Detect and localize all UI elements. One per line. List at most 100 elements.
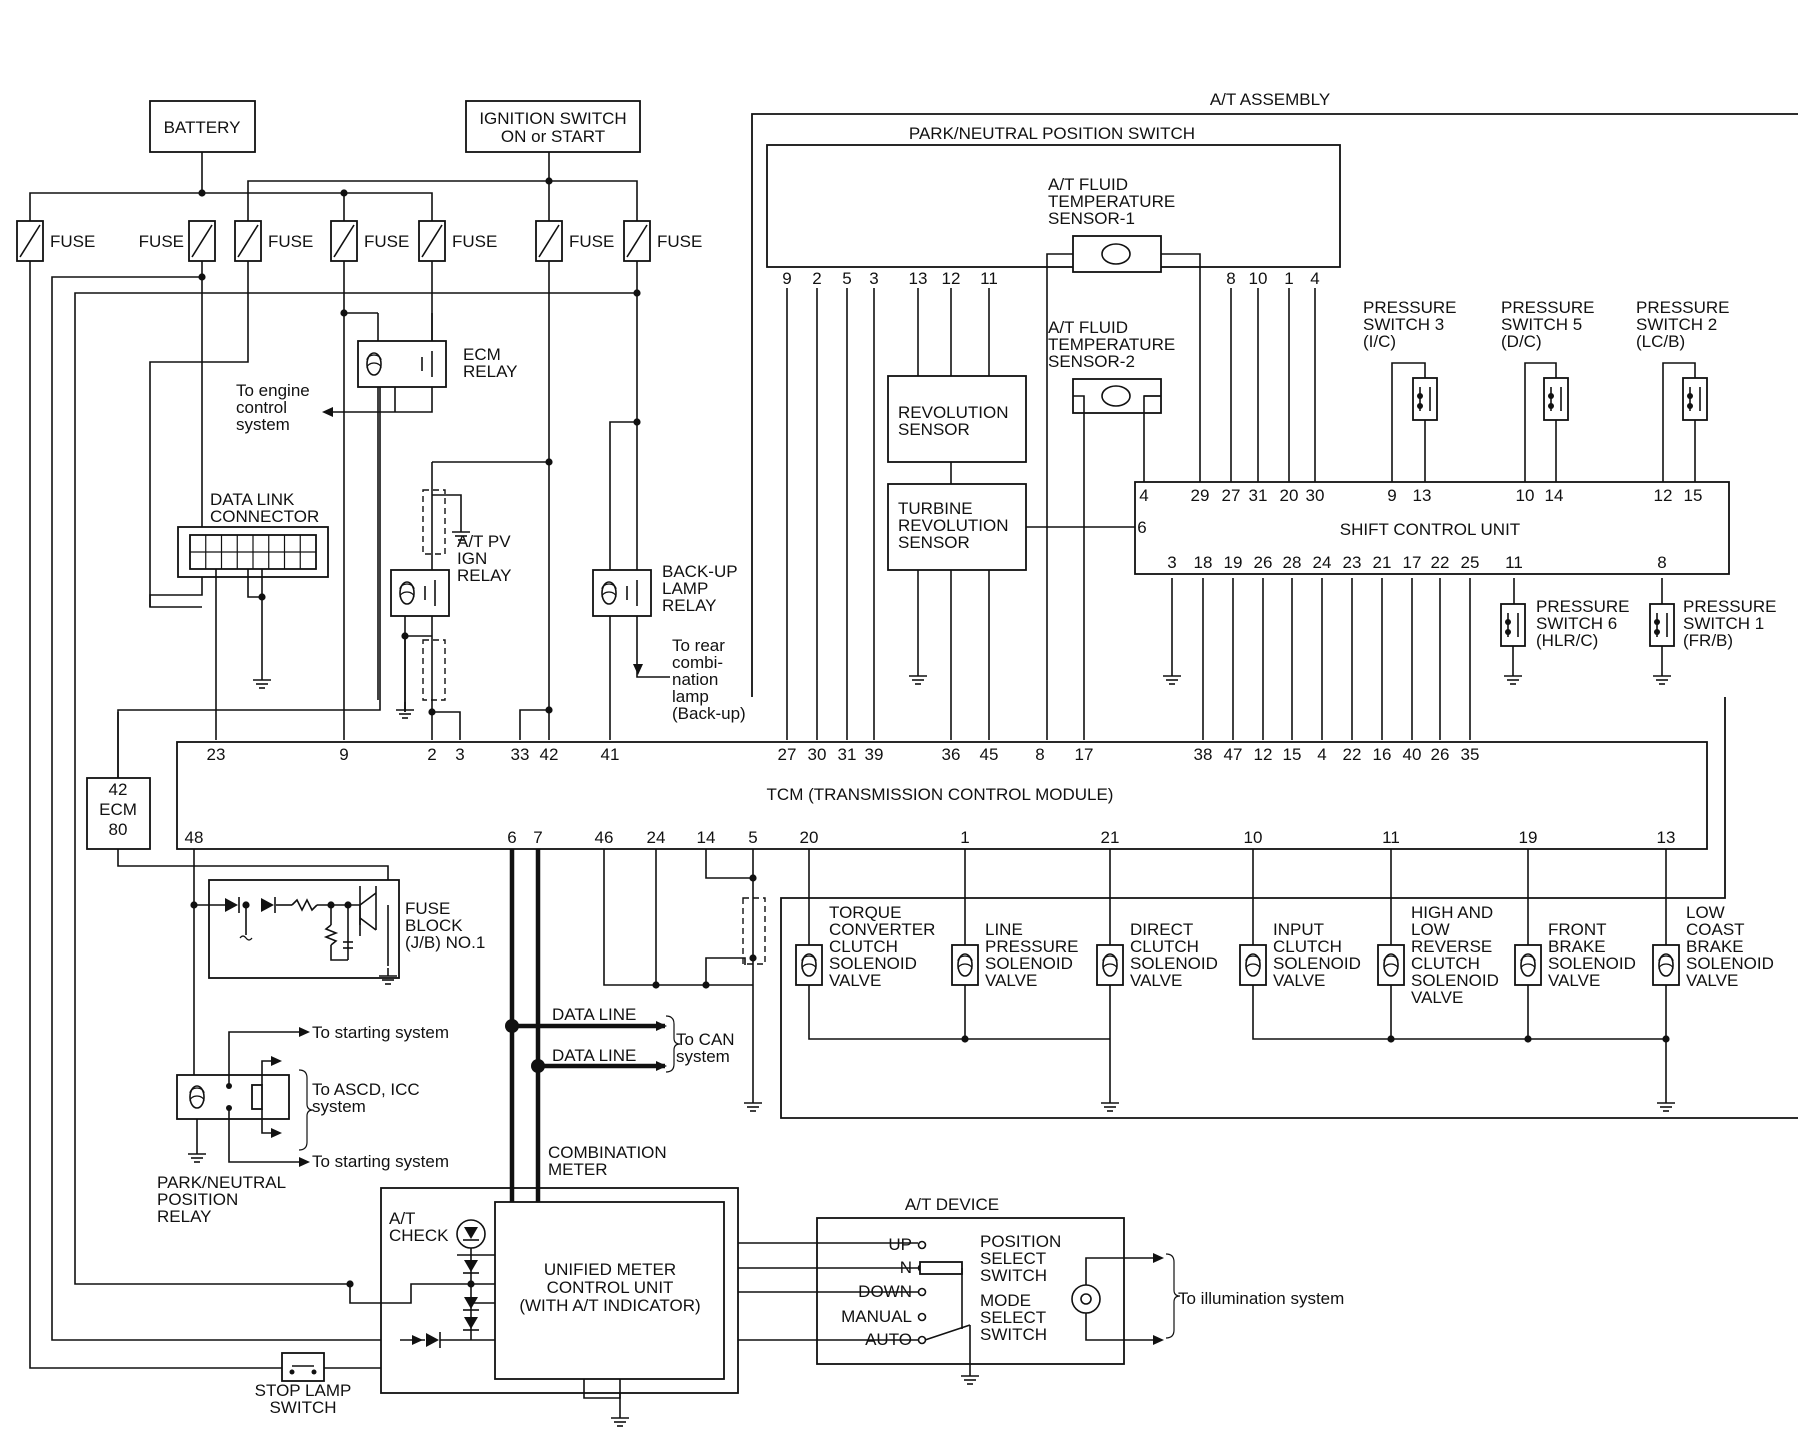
pressure-switch-1-label: (FR/B) <box>1683 631 1733 650</box>
wire <box>343 261 378 314</box>
revolution-sensor-label: REVOLUTION <box>898 403 1009 422</box>
tcm-pin: 17 <box>1075 745 1094 764</box>
pnp-pin: 9 <box>782 269 791 288</box>
battery-label: BATTERY <box>164 118 241 137</box>
combination-meter-label: METER <box>548 1160 608 1179</box>
pressure-switch-5-label: (D/C) <box>1501 332 1542 351</box>
wire <box>1073 395 1085 740</box>
arrow-icon <box>271 1128 282 1138</box>
position-select-label: SELECT <box>980 1249 1046 1268</box>
wire <box>1085 1257 1160 1285</box>
scu-pin: 27 <box>1222 486 1241 505</box>
shield-icon <box>742 897 766 965</box>
data-line-label: DATA LINE <box>552 1005 636 1024</box>
fuse-label: FUSE <box>452 232 497 251</box>
tcm-pin: 46 <box>595 828 614 847</box>
to-illumination-label: To illumination system <box>1178 1289 1344 1308</box>
solenoid-icon <box>1652 944 1680 986</box>
unified-meter-box <box>494 1201 725 1380</box>
pnp-relay-label: POSITION <box>157 1190 238 1209</box>
revolution-sensor-box <box>887 375 1027 463</box>
scu-pin: 10 <box>1516 486 1535 505</box>
fuse-symbol <box>191 224 213 258</box>
wire <box>1662 362 1696 482</box>
to-rear-label: combi- <box>672 653 723 672</box>
solenoid-label: CLUTCH <box>829 937 898 956</box>
wire <box>29 261 282 1369</box>
to-engine-label: system <box>236 415 290 434</box>
tcm-pin: 4 <box>1317 745 1326 764</box>
fuse-block-box <box>208 879 400 979</box>
contact-point <box>917 1312 927 1322</box>
unified-meter-label: UNIFIED METER <box>544 1260 676 1279</box>
solenoid-label: VALVE <box>1273 971 1325 990</box>
fluid-temp-sensor-2-label: SENSOR-2 <box>1048 352 1135 371</box>
scu-pin: 31 <box>1249 486 1268 505</box>
pressure-switch-2-label: PRESSURE <box>1636 298 1730 317</box>
tcm-pin: 38 <box>1194 745 1213 764</box>
tcm-pin: 42 <box>540 745 559 764</box>
fuse-symbol <box>538 224 560 258</box>
pressure-switch-icon <box>1500 603 1526 647</box>
scu-pin: 9 <box>1387 486 1396 505</box>
solenoid-label: VALVE <box>1130 971 1182 990</box>
scu-pin: 25 <box>1461 553 1480 572</box>
wire <box>1524 362 1557 482</box>
wire <box>359 917 377 931</box>
diode-icon <box>225 898 238 912</box>
contact-point <box>917 1287 927 1297</box>
backup-lamp-relay-label: LAMP <box>662 579 708 598</box>
arrow-icon <box>633 664 643 675</box>
resistor-icon <box>291 898 318 912</box>
pressure-switch-icon <box>1654 629 1660 635</box>
solenoid-label: VALVE <box>829 971 881 990</box>
pnp-switch-title: PARK/NEUTRAL POSITION SWITCH <box>909 124 1195 143</box>
wire <box>432 711 461 740</box>
coil-icon <box>189 1087 205 1102</box>
stop-lamp-switch <box>281 1352 325 1382</box>
to-ascd-label: To ASCD, ICC <box>312 1080 420 1099</box>
scu-pin: 15 <box>1684 486 1703 505</box>
pressure-switch-6-label: (HLR/C) <box>1536 631 1598 650</box>
to-starting-label: To starting system <box>312 1152 449 1171</box>
to-rear-label: lamp <box>672 687 709 706</box>
scu-pin: 18 <box>1194 553 1213 572</box>
unified-meter-label: CONTROL UNIT <box>547 1278 674 1297</box>
ignition-switch-label: ON or START <box>501 127 605 146</box>
at-pv-relay-label: IGN <box>457 549 487 568</box>
solenoid-icon <box>1096 944 1124 986</box>
shift-position-label: UP <box>888 1235 912 1254</box>
pnp-relay-label: RELAY <box>157 1207 212 1226</box>
stop-lamp-switch-label: STOP LAMP <box>255 1381 352 1400</box>
pnp-pin: 8 <box>1226 269 1235 288</box>
tcm-box <box>176 741 1708 850</box>
tcm-pin: 26 <box>1431 745 1450 764</box>
coil-icon <box>1245 955 1261 970</box>
thermistor-icon <box>1101 385 1131 407</box>
tcm-pin: 14 <box>697 828 716 847</box>
solenoid-label: BRAKE <box>1548 937 1606 956</box>
wire <box>228 1108 302 1163</box>
wire <box>74 261 638 1285</box>
solenoid-label: SOLENOID <box>1273 954 1361 973</box>
tcm-pin: 6 <box>507 828 516 847</box>
backup-lamp-relay-label: BACK-UP <box>662 562 738 581</box>
wire <box>51 276 400 1341</box>
junction-dot <box>749 874 757 882</box>
coil-icon <box>366 354 382 369</box>
pnp-pin: 13 <box>909 269 928 288</box>
solenoid-label: CLUTCH <box>1273 937 1342 956</box>
wire <box>349 1283 495 1304</box>
scu-pin: 3 <box>1167 553 1176 572</box>
pressure-switch-3-label: SWITCH 3 <box>1363 315 1444 334</box>
scu-pin: 13 <box>1413 486 1432 505</box>
scu-pin: 4 <box>1139 486 1148 505</box>
coil-icon <box>189 1085 205 1109</box>
tcm-pin: 35 <box>1461 745 1480 764</box>
tcm-pin: 8 <box>1035 745 1044 764</box>
tcm-pin: 16 <box>1373 745 1392 764</box>
contact-point <box>917 1240 927 1250</box>
fluid-temp-sensor-2-label: TEMPERATURE <box>1048 335 1175 354</box>
scu-pin: 28 <box>1283 553 1302 572</box>
pressure-switch-1-label: SWITCH 1 <box>1683 614 1764 633</box>
